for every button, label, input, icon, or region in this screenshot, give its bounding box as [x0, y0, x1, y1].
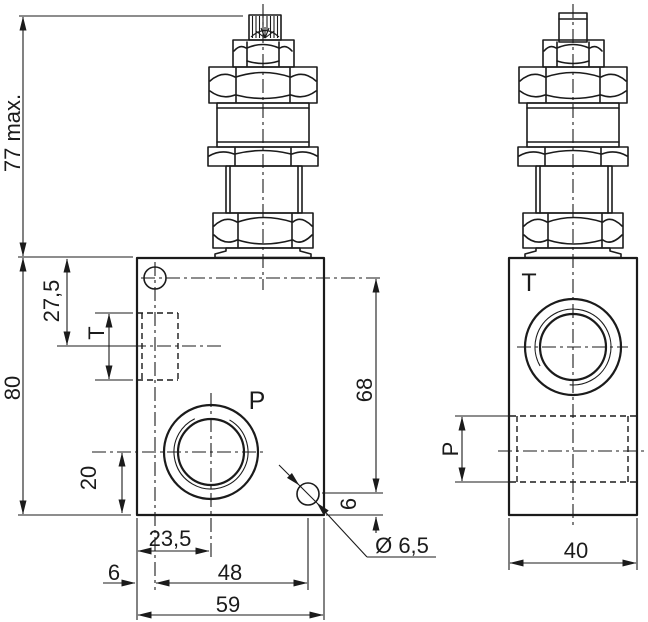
dimension-23-5: 23,5 — [136, 518, 210, 620]
dimension-40: 40 — [508, 518, 638, 570]
dimensions: 77 max. 80 27,5 T 20 — [0, 15, 638, 620]
dim-6-bottom-label: 6 — [336, 498, 361, 510]
dim-59-label: 59 — [216, 592, 240, 617]
dimension-80: 80 — [0, 257, 131, 516]
leader-hole-diameter: Ø 6,5 — [278, 464, 436, 558]
dim-t-label: T — [84, 326, 109, 339]
dimension-59: 59 — [137, 518, 325, 620]
port-p-label-front: P — [249, 387, 266, 415]
dim-23-5-label: 23,5 — [149, 526, 192, 551]
dimension-48: 48 — [155, 518, 309, 590]
dim-20-label: 20 — [76, 466, 101, 490]
dimension-6-edge: 6 — [103, 560, 136, 587]
dim-27-5-label: 27,5 — [39, 280, 64, 323]
dimension-77max: 77 max. — [0, 15, 243, 258]
drain-hole — [296, 482, 320, 506]
dimension-t-port: T — [84, 312, 133, 381]
dim-40-label: 40 — [564, 538, 588, 563]
dimension-27-5: 27,5 — [39, 258, 133, 347]
port-p-thread — [173, 414, 249, 490]
knurled-knob — [248, 14, 282, 41]
dim-p-side-label: P — [438, 442, 463, 457]
dim-68-label: 68 — [352, 378, 377, 402]
front-view — [135, 14, 326, 517]
dim-80-label: 80 — [0, 376, 25, 400]
port-t-thread — [534, 308, 612, 386]
dim-48-label: 48 — [218, 560, 242, 585]
dimension-68: 68 — [322, 278, 383, 494]
dimension-6-bottom: 6 — [326, 498, 383, 533]
dimension-20: 20 — [76, 452, 126, 514]
dim-77max-label: 77 max. — [0, 94, 25, 172]
threaded-body — [225, 165, 303, 214]
dim-hole-dia-label: Ø 6,5 — [375, 533, 429, 558]
valve-body-front — [135, 256, 326, 517]
seal-washer-side — [524, 247, 622, 259]
dimension-p-side: P — [438, 415, 511, 483]
dim-6-edge-label: 6 — [108, 560, 120, 585]
threaded-body-side — [535, 165, 613, 214]
port-t-label-side: T — [521, 269, 536, 297]
seal-washer — [214, 247, 312, 259]
